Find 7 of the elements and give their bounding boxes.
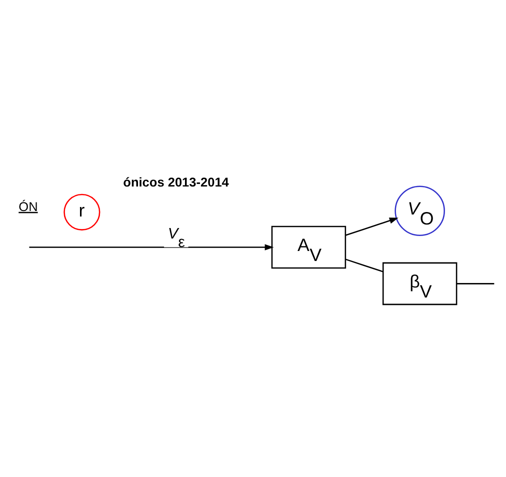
connector xyxy=(345,258,384,272)
node-circle: r xyxy=(64,194,100,230)
label: ÓN xyxy=(18,198,38,214)
arrow xyxy=(345,218,398,236)
connector xyxy=(456,283,494,284)
arrow xyxy=(29,244,274,250)
label: ónicos 2013-2014 xyxy=(123,174,229,190)
